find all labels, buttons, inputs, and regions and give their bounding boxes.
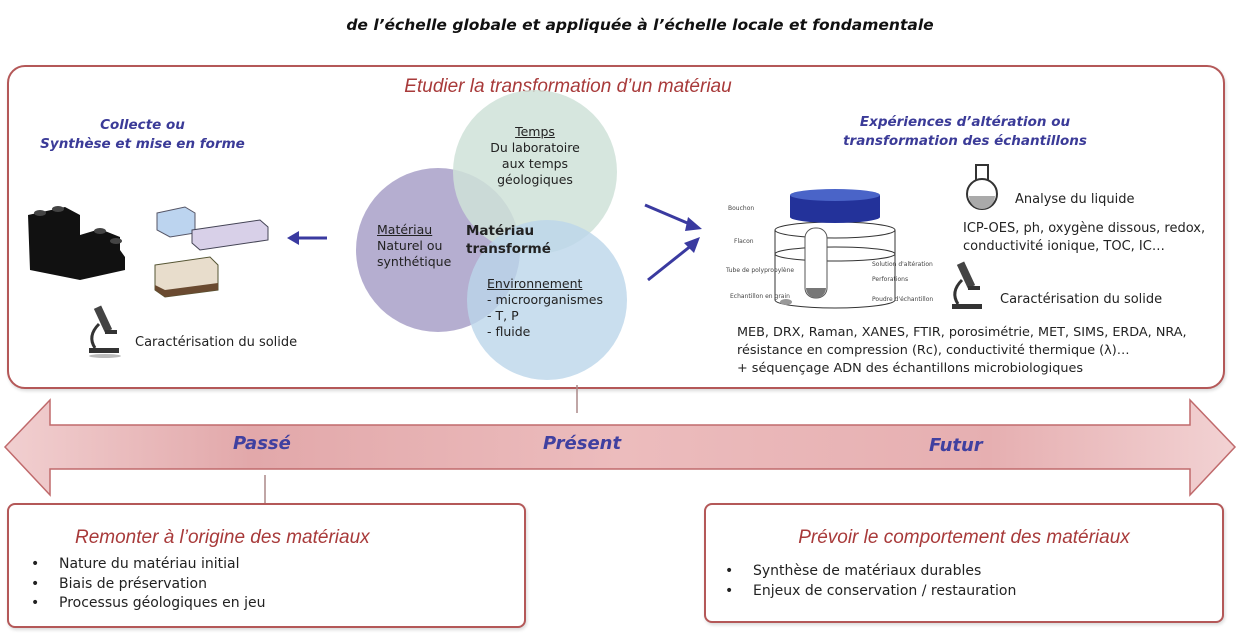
- venn-diagram: [356, 90, 627, 380]
- apparatus-label: Tube de polypropylène: [725, 267, 794, 274]
- study-title: Etudier la transformation d’un matériau: [404, 76, 732, 97]
- liquid-line: ICP-OES, ph, oxygène dissous, redox,: [963, 221, 1206, 236]
- origin-title: Remonter à l’origine des matériaux: [75, 527, 370, 548]
- arrow-left-icon: [287, 231, 327, 245]
- experiments-title-line1: Expériences d’altération ou: [859, 114, 1071, 130]
- environnement-label: Environnement: [487, 276, 583, 291]
- liquid-analysis-title: Analyse du liquide: [1015, 192, 1135, 207]
- timeline-arrow: [3, 385, 1237, 503]
- apparatus-label: Perforations: [872, 276, 908, 283]
- center-line1: Matériau: [466, 223, 535, 239]
- origin-item: Processus géologiques en jeu: [9, 594, 265, 614]
- solid-line: résistance en compression (Rc), conducti…: [737, 343, 1130, 358]
- lego-bricks-icon: [28, 206, 269, 358]
- timeline-future: Futur: [929, 435, 983, 456]
- prediction-item: Enjeux de conservation / restauration: [703, 582, 1016, 602]
- timeline-past: Passé: [233, 433, 291, 454]
- origin-panel: Remonter à l’origine des matériaux Natur…: [7, 503, 526, 628]
- microscope-icon: [952, 261, 982, 309]
- venn-circle-temps: [453, 90, 617, 254]
- page-title: de l’échelle globale et appliquée à l’éc…: [346, 16, 934, 34]
- temps-line: géologiques: [497, 172, 573, 187]
- experiments-title-line2: transformation des échantillons: [843, 133, 1087, 149]
- temps-line: Du laboratoire: [490, 140, 580, 155]
- collect-title-line1: Collecte ou: [100, 117, 185, 133]
- prediction-item: Synthèse de matériaux durables: [703, 562, 1016, 582]
- liquid-analysis-methods: ICP-OES, ph, oxygène dissous, redox, con…: [963, 220, 1205, 256]
- venn-environnement: Environnement - microorganismes - T, P -…: [487, 276, 603, 340]
- environnement-line: - T, P: [487, 308, 519, 323]
- collect-title: Collecte ou Synthèse et mise en forme: [20, 116, 265, 154]
- prediction-panel: Prévoir le comportement des matériaux Sy…: [704, 503, 1224, 623]
- flask-icon: [966, 164, 998, 210]
- environnement-line: - fluide: [487, 324, 531, 339]
- timeline-present: Présent: [543, 433, 622, 454]
- apparatus-label: Flacon: [734, 238, 754, 245]
- origin-item: Biais de préservation: [9, 575, 265, 595]
- solid-line: + séquençage ADN des échantillons microb…: [737, 361, 1084, 376]
- solid-characterization-title: Caractérisation du solide: [1000, 292, 1163, 307]
- experiments-title: Expériences d’altération ou transformati…: [830, 113, 1100, 151]
- apparatus-label: Poudre d'échantillon: [872, 296, 933, 303]
- arrows-right-icon: [644, 203, 702, 282]
- collect-title-line2: Synthèse et mise en forme: [40, 136, 245, 152]
- prediction-title: Prévoir le comportement des matériaux: [798, 527, 1130, 548]
- left-solid-caption: Caractérisation du solide: [135, 335, 298, 350]
- apparatus-label: Bouchon: [728, 205, 754, 212]
- temps-label: Temps: [515, 124, 555, 139]
- alteration-apparatus-diagram: Bouchon Flacon Tube de polypropylène Ech…: [725, 189, 933, 309]
- origin-item: Nature du matériau initial: [9, 555, 265, 575]
- apparatus-label: Solution d'altération: [872, 261, 933, 268]
- environnement-line: - microorganismes: [487, 292, 603, 307]
- materiau-line: synthétique: [377, 254, 452, 269]
- venn-temps: Temps Du laboratoire aux temps géologiqu…: [450, 124, 620, 188]
- apparatus-label: Echantillon en grain: [730, 293, 790, 300]
- center-line2: transformé: [466, 241, 551, 257]
- venn-circle-environnement: [467, 220, 627, 380]
- materiau-label: Matériau: [377, 222, 433, 237]
- microscope-icon: [89, 305, 121, 358]
- solid-characterization-methods: MEB, DRX, Raman, XANES, FTIR, porosimétr…: [737, 324, 1187, 378]
- venn-center: Matériau transformé: [466, 222, 551, 258]
- liquid-line: conductivité ionique, TOC, IC…: [963, 239, 1165, 254]
- materiau-line: Naturel ou: [377, 238, 443, 253]
- venn-materiau: Matériau Naturel ou synthétique: [377, 222, 451, 270]
- temps-line: aux temps: [501, 156, 569, 171]
- solid-line: MEB, DRX, Raman, XANES, FTIR, porosimétr…: [737, 325, 1187, 340]
